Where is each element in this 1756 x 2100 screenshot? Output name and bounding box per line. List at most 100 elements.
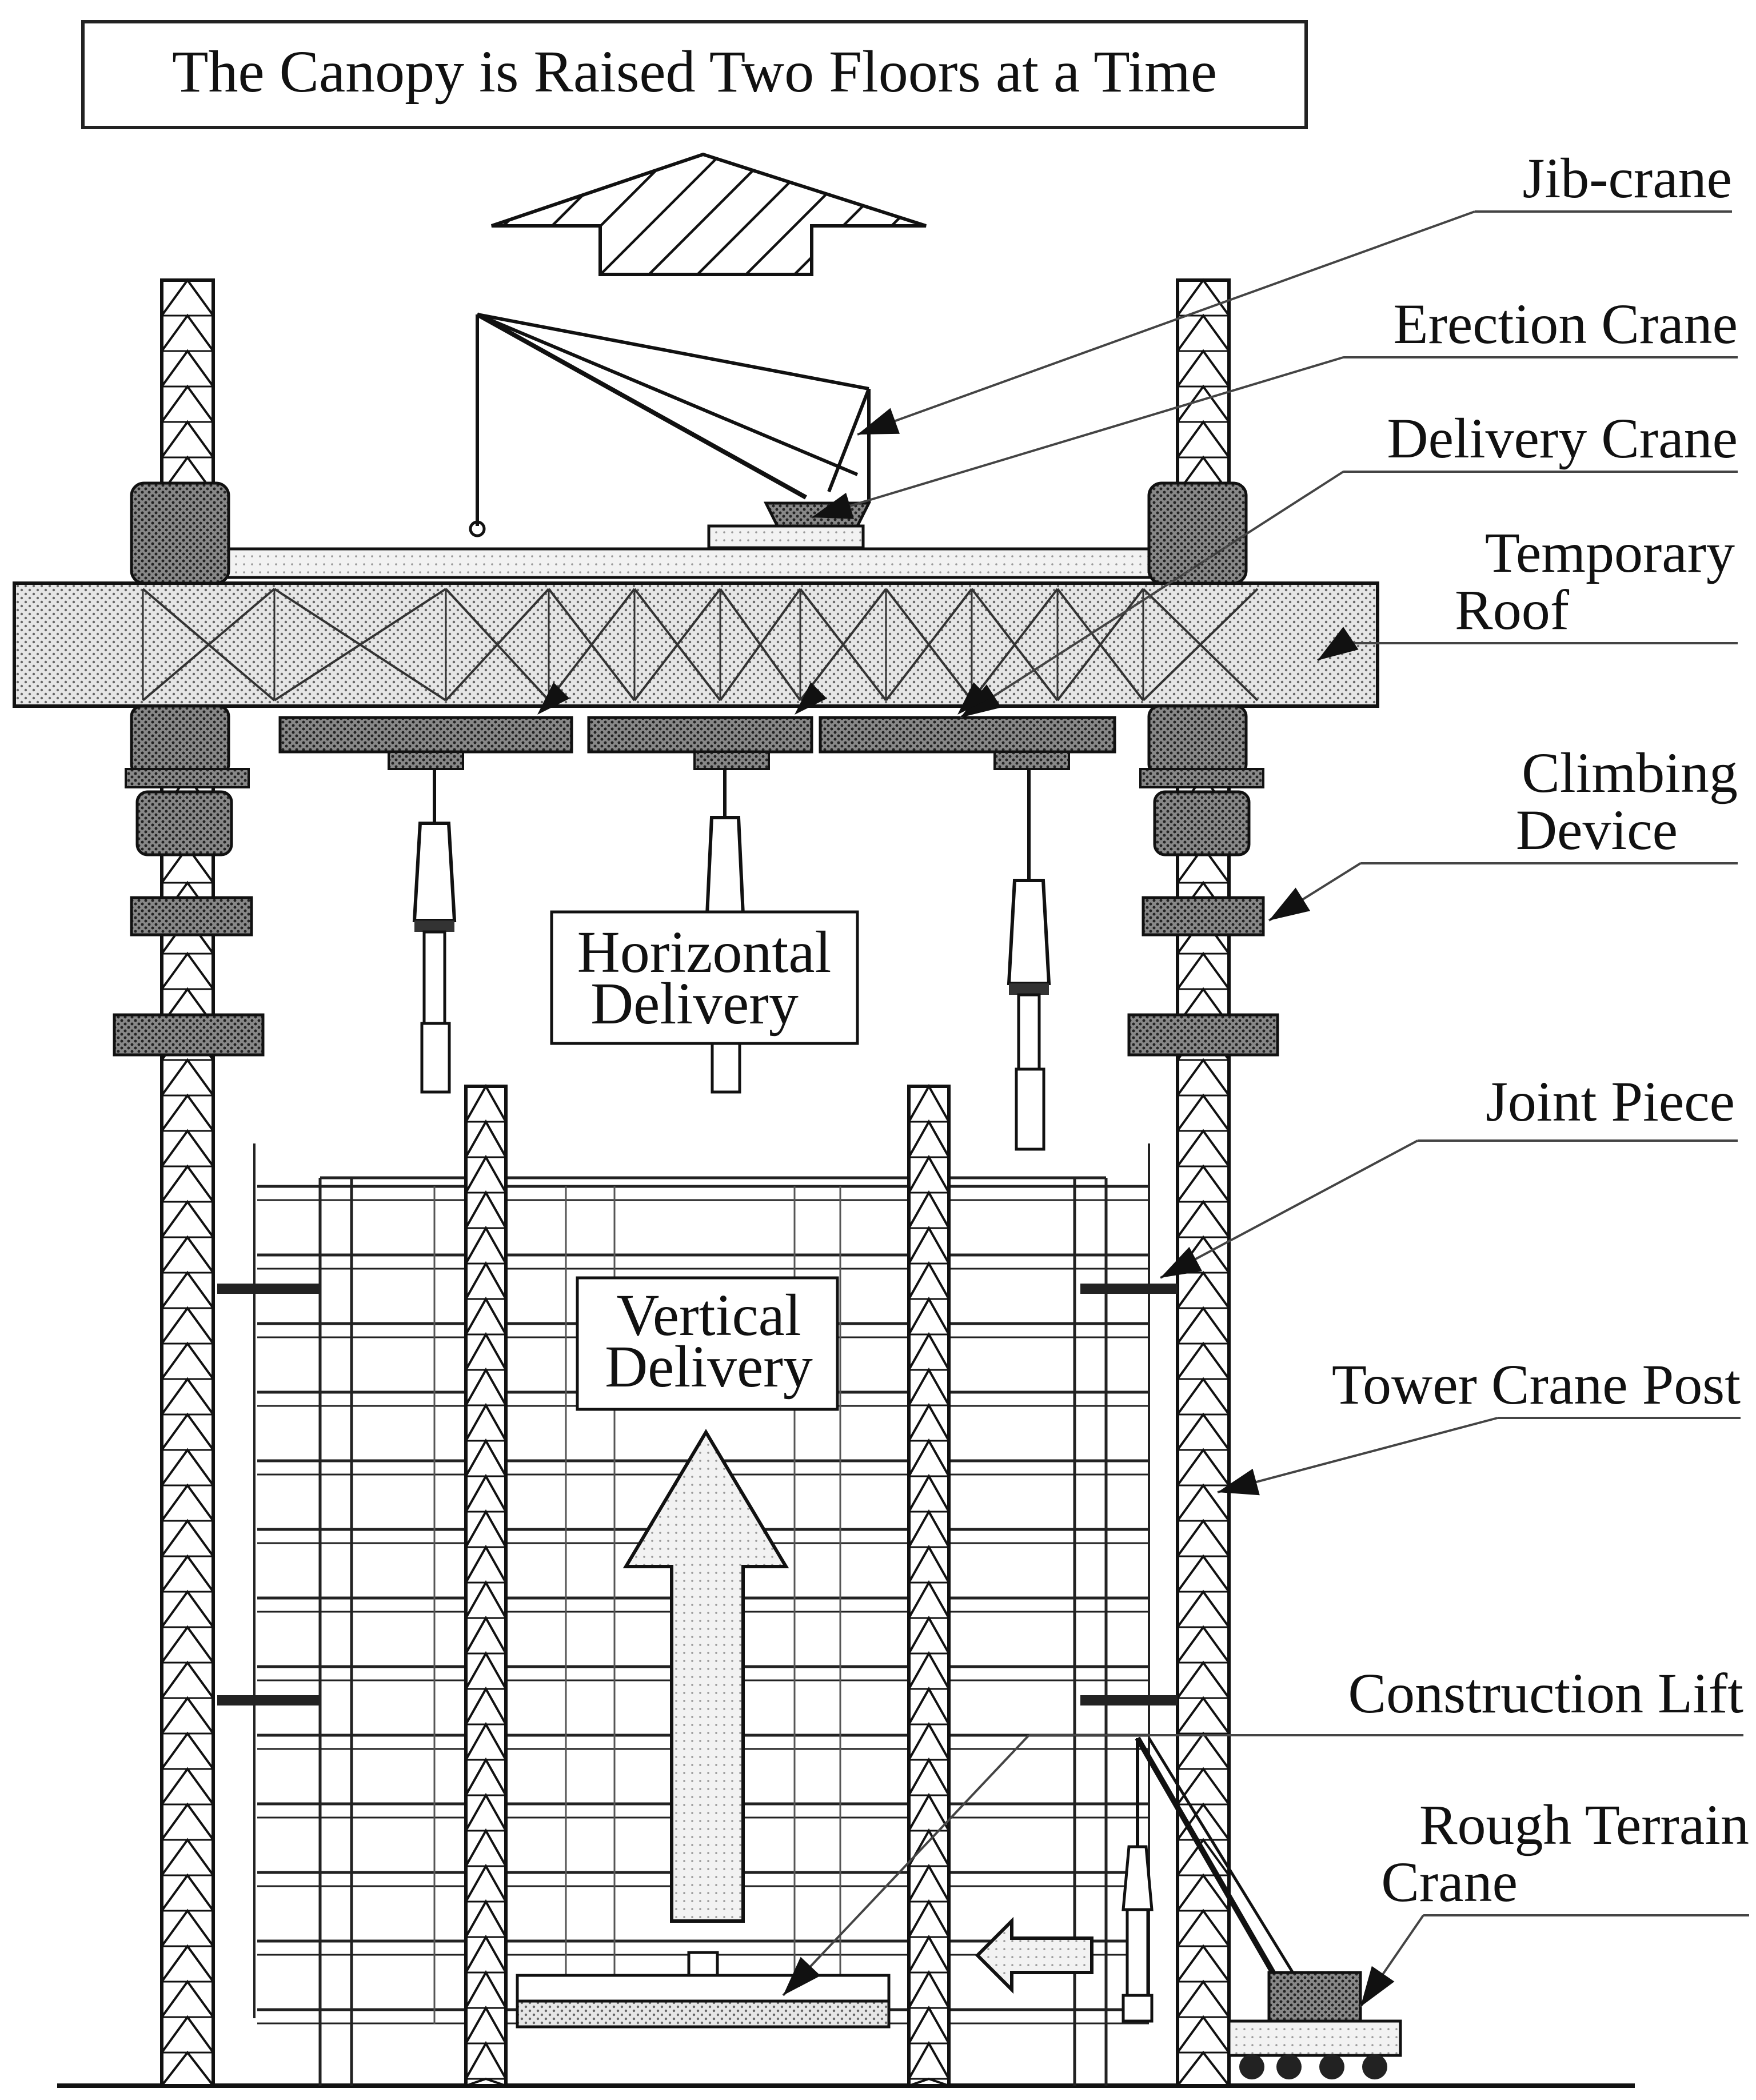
lattice-brace (465, 1863, 507, 1902)
truss-diagonal (273, 588, 447, 702)
lattice-brace (908, 1261, 950, 1300)
lattice-brace (908, 2005, 950, 2044)
lattice-brace (465, 1367, 507, 1406)
truss-diagonal (799, 588, 887, 702)
lattice-brace (1176, 1873, 1230, 1912)
lattice-brace (908, 1686, 950, 1725)
lattice-brace (1176, 1554, 1230, 1593)
lattice-brace (465, 1934, 507, 1973)
label-joint-piece: Joint Piece (1486, 1070, 1735, 1133)
lattice-brace (161, 1164, 214, 1203)
lattice-brace (465, 1544, 507, 1583)
lattice-brace (908, 1438, 950, 1477)
lattice-brace (161, 384, 214, 423)
lattice-brace (908, 1473, 950, 1512)
lattice-brace (1176, 987, 1230, 1026)
lattice-brace (161, 349, 214, 388)
lattice-brace (1176, 1625, 1230, 1664)
lattice-brace (465, 1792, 507, 1831)
lattice-brace (161, 1908, 214, 1947)
lattice-brace (908, 1651, 950, 1689)
label-climbing-device-2: Device (1516, 798, 1678, 862)
lattice-brace (1176, 1802, 1230, 1841)
lattice-brace (161, 2050, 214, 2087)
lattice-brace (1176, 313, 1230, 352)
truss-diagonal (142, 588, 276, 702)
lattice-brace (161, 1200, 214, 1238)
truss-diagonal (1056, 588, 1144, 702)
lattice-brace (908, 1615, 950, 1654)
lattice-brace (161, 1377, 214, 1416)
lattice-brace (1176, 1058, 1230, 1097)
horizontal-delivery-line2: Delivery (590, 971, 799, 1037)
lattice-brace (465, 1651, 507, 1689)
lattice-brace (1176, 1838, 1230, 1876)
hook-right (1007, 769, 1051, 1151)
lattice-brace (161, 1483, 214, 1522)
lattice-brace (161, 1873, 214, 1912)
lattice-brace (1176, 1660, 1230, 1699)
horizontal-delivery-line1: Horizontal (577, 919, 832, 985)
leader-construction-lift-arrowhead (783, 1956, 821, 1995)
lattice-brace (908, 1225, 950, 1264)
lattice-brace (161, 278, 214, 317)
delivery-cranes (278, 716, 1116, 1151)
lattice-brace (908, 1332, 950, 1370)
rough-terrain-crane (1122, 1736, 1402, 2079)
leader-temporary-roof-arrowhead (1318, 627, 1359, 660)
lattice-brace (1176, 1944, 1230, 1983)
lattice-brace (1176, 1306, 1230, 1345)
roof-arrowhead (957, 682, 990, 715)
lattice-brace (161, 313, 214, 352)
lattice-brace (465, 1473, 507, 1512)
lattice-brace (1176, 1341, 1230, 1380)
lattice-brace (161, 1589, 214, 1628)
lattice-brace (1176, 1908, 1230, 1947)
side-arrow (975, 1916, 1093, 1994)
lattice-brace (908, 1083, 950, 1122)
lattice-brace (908, 1722, 950, 1760)
lattice-brace (161, 987, 214, 1026)
label-temporary-roof-1: Temporary (1485, 521, 1735, 584)
lattice-brace (908, 1296, 950, 1335)
lattice-brace (1176, 2050, 1230, 2087)
lattice-brace (1176, 349, 1230, 388)
callout-labels: Jib-crane Erection Crane Delivery Crane … (1332, 146, 1749, 1914)
lattice-brace (1176, 1270, 1230, 1309)
leader-climbing-device-arrowhead (1269, 887, 1311, 921)
lattice-brace (161, 1306, 214, 1345)
lattice-brace (908, 1402, 950, 1441)
lattice-brace (161, 1838, 214, 1876)
lattice-brace (908, 1190, 950, 1229)
jib-crane (469, 312, 872, 549)
leader-tower-crane-post-arrowhead (1218, 1468, 1260, 1496)
lattice-brace (908, 1544, 950, 1583)
lattice-brace (908, 1863, 950, 1902)
lattice-brace (465, 1154, 507, 1193)
label-construction-lift: Construction Lift (1348, 1661, 1743, 1725)
lattice-brace (1176, 1483, 1230, 1522)
lattice-brace (1176, 1589, 1230, 1628)
lattice-brace (1176, 1979, 1230, 2018)
leader-erection-crane (811, 356, 1344, 519)
label-rough-terrain-crane-2: Crane (1381, 1850, 1518, 1914)
lattice-brace (465, 1580, 507, 1619)
lattice-brace (465, 1332, 507, 1370)
vertical-delivery-arrow (622, 1429, 789, 1923)
lattice-brace (161, 455, 214, 494)
lattice-brace (465, 1899, 507, 1938)
lattice-brace (161, 1979, 214, 2018)
lattice-brace (465, 1686, 507, 1725)
truss-diagonal (719, 588, 801, 702)
lattice-brace (465, 1970, 507, 2009)
lattice-brace (161, 1129, 214, 1167)
lattice-brace (161, 1093, 214, 1132)
lattice-brace (161, 1625, 214, 1664)
lattice-brace (465, 1190, 507, 1229)
lattice-brace (161, 1519, 214, 1557)
roof-arrowhead (537, 682, 570, 715)
lattice-brace (465, 1615, 507, 1654)
roof-arrowhead (795, 682, 827, 715)
